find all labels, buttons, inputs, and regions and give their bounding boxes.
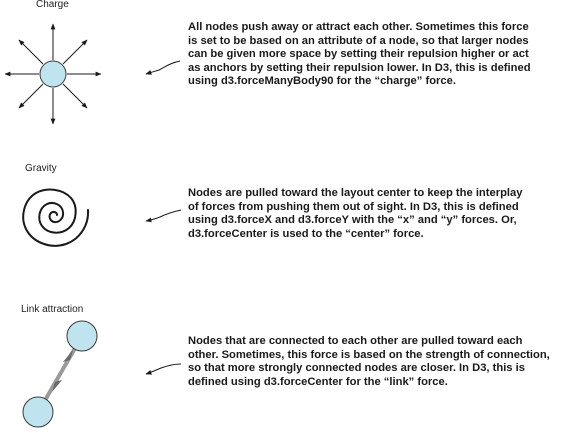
charge-description-line: All nodes push away or attract each othe…	[188, 21, 529, 33]
link-node-bottom	[22, 396, 54, 428]
link-node-top	[66, 320, 98, 352]
arrow-up-left-icon	[18, 39, 44, 65]
charge-title: Charge	[36, 0, 69, 10]
link-description-line: Nodes that are connected to each other a…	[188, 335, 523, 347]
spiral-icon	[22, 188, 90, 247]
arrow-down-right-icon	[62, 83, 88, 109]
link-description-line: defined using d3.forceCenter for the “li…	[188, 375, 448, 388]
gravity-description-line: Nodes are pulled toward the layout cente…	[188, 187, 523, 199]
gravity-title: Gravity	[25, 163, 57, 174]
gravity-description-line: using d3.forceX and d3.forceY with the “…	[188, 214, 517, 226]
charge-pointer-arrow	[145, 60, 181, 75]
link-description-line: so that more strongly connected nodes ar…	[188, 362, 525, 374]
charge-illustration	[4, 23, 102, 125]
gravity-description: Nodes are pulled toward the layout cente…	[188, 187, 522, 241]
repulsion-arrows	[4, 23, 102, 125]
arrow-up-right-icon	[62, 39, 88, 65]
charge-description-line: using d3.forceManyBody90 for the “charge…	[188, 75, 456, 87]
charge-description-line: as anchors by setting their repulsion lo…	[188, 61, 531, 74]
link-attraction-title: Link attraction	[21, 304, 84, 315]
charge-description: All nodes push away or attract each othe…	[188, 21, 531, 89]
gravity-pointer-arrow	[145, 209, 182, 223]
gravity-description-line: of forces from pushing them out of sight…	[188, 200, 519, 213]
link-description-line: other. Sometimes, this force is based on…	[188, 348, 550, 361]
arrow-down-left-icon	[18, 83, 44, 109]
gravity-illustration	[22, 188, 90, 247]
link-pointer-arrow	[145, 363, 182, 375]
link-illustration	[22, 320, 98, 428]
gravity-description-line: d3.forceCenter is used to the “center” f…	[188, 227, 424, 240]
charge-description-line: is set to be based on an attribute of a …	[188, 34, 529, 47]
charge-description-line: can be given more space by setting their…	[188, 48, 529, 60]
charge-node	[39, 60, 67, 88]
link-description: Nodes that are connected to each other a…	[188, 335, 550, 389]
link-arrow-down-icon	[52, 380, 62, 392]
link-arrow-up-icon	[63, 350, 73, 362]
